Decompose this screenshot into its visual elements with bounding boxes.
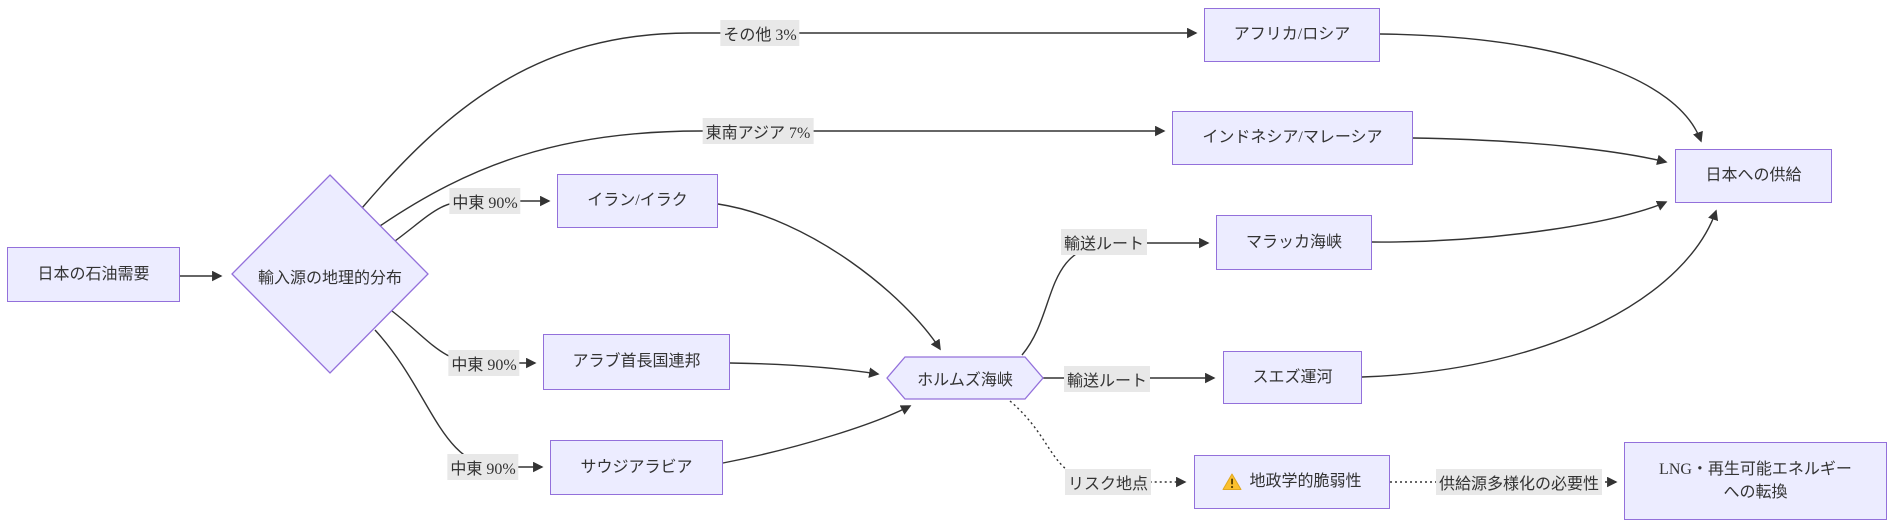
node-label: サウジアラビア [580,458,693,476]
node-suez-canal: スエズ運河 [1223,351,1362,404]
edge-distribution-to-indonesia [379,125,1166,227]
decision-diamond-shape [231,174,429,374]
node-import-source-distribution-label: 輸入源の地理的分布 [257,270,403,287]
node-iran-iraq: イラン/イラク [557,174,718,228]
edge-indonesia-to-supply [1412,137,1668,165]
node-saudi-arabia: サウジアラビア [550,440,723,495]
node-label: マラッカ海峡 [1245,233,1342,251]
edge-iran-to-hormuz [717,203,941,351]
node-malacca-strait: マラッカ海峡 [1216,215,1372,270]
edge-distribution-to-africa [361,27,1198,209]
node-label: アラブ首長国連邦 [572,353,701,371]
edge-label-risk-point: リスク地点 [1064,469,1152,495]
node-indonesia-malaysia: インドネシア/マレーシア [1172,111,1413,165]
node-label: イラン/イラク [587,192,688,210]
edge-label-transport-route-malacca: 輸送ルート [1060,229,1148,255]
edge-saudi-to-hormuz [722,405,912,464]
warning-icon [1222,473,1242,490]
edge-hormuz-to-malacca [1021,237,1210,356]
node-label: アフリカ/ロシア [1233,26,1351,44]
edge-label-middle-east-90pct-iran: 中東 90% [449,188,521,214]
edge-malacca-to-supply [1371,200,1668,243]
node-label-line1: LNG・再生可能エネルギー [1659,460,1852,478]
node-uae: アラブ首長国連邦 [543,334,730,390]
node-label: 日本への供給 [1705,167,1802,185]
node-geopolitical-vulnerability: 地政学的脆弱性 [1194,455,1390,509]
edge-label-diversification-need: 供給源多様化の必要性 [1435,469,1603,495]
node-japan-oil-demand: 日本の石油需要 [7,247,180,302]
node-label: スエズ運河 [1252,368,1333,386]
node-label: 日本の石油需要 [37,265,150,283]
node-lng-renewable-shift: LNG・再生可能エネルギー への転換 [1624,442,1887,520]
hormuz-hexagon-shape [886,356,1044,400]
node-label: インドネシア/マレーシア [1202,129,1383,147]
edge-label-middle-east-90pct-saudi: 中東 90% [447,454,519,480]
edge-africa-to-supply [1379,33,1703,143]
node-africa-russia: アフリカ/ロシア [1204,8,1380,62]
node-supply-to-japan: 日本への供給 [1675,149,1832,203]
edge-label-southeast-asia-7pct: 東南アジア 7% [702,118,814,144]
edge-uae-to-hormuz [729,362,880,378]
node-hormuz-strait-label: ホルムズ海峡 [917,372,1013,389]
edge-suez-to-supply [1361,209,1719,378]
node-label: 地政学的脆弱性 [1249,473,1362,491]
edge-label-middle-east-90pct-uae: 中東 90% [448,350,520,376]
node-label-line2: への転換 [1723,484,1788,501]
edge-label-others-3pct: その他 3% [720,20,800,46]
edge-label-transport-route-suez: 輸送ルート [1063,366,1151,392]
